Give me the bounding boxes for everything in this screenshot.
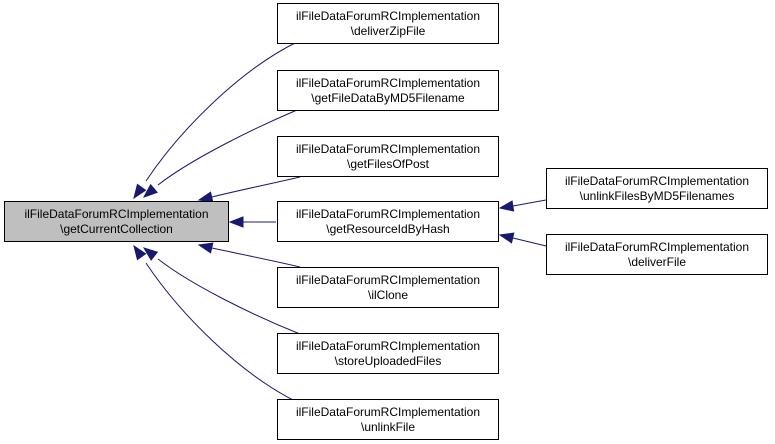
arrowheads [133, 183, 515, 261]
node-line2: \ilClone [367, 287, 409, 302]
node-line1: ilFileDataForumRCImplementation [295, 8, 481, 23]
arrowhead-ilclone [197, 242, 214, 254]
node-line1: ilFileDataForumRCImplementation [295, 141, 481, 156]
node-getresourceidbyhash[interactable]: ilFileDataForumRCImplementation \getReso… [277, 201, 499, 242]
node-storeuploadedfiles[interactable]: ilFileDataForumRCImplementation \storeUp… [277, 333, 499, 374]
arrowhead-getresourceidbyhash [228, 216, 244, 228]
node-ilclone[interactable]: ilFileDataForumRCImplementation \ilClone [277, 267, 499, 308]
arrowhead-deliverfile [498, 232, 515, 244]
edge-deliverfile-to-getresourceidbyhash [512, 237, 547, 247]
node-line1: ilFileDataForumRCImplementation [564, 239, 750, 254]
node-line1: ilFileDataForumRCImplementation [564, 173, 750, 188]
edge-ilclone-to-root [211, 247, 301, 268]
node-getfilesofpost[interactable]: ilFileDataForumRCImplementation \getFile… [277, 136, 499, 177]
node-deliverzipfile[interactable]: ilFileDataForumRCImplementation \deliver… [277, 3, 499, 44]
node-root-getcurrentcollection: ilFileDataForumRCImplementation \getCurr… [4, 201, 229, 242]
arrowhead-unlinkfile [133, 244, 147, 261]
node-line1: ilFileDataForumRCImplementation [295, 338, 481, 353]
node-line1: ilFileDataForumRCImplementation [295, 206, 481, 221]
arrowhead-deliverzipfile [133, 183, 147, 200]
node-line1: ilFileDataForumRCImplementation [295, 75, 481, 90]
node-line2: \deliverZipFile [350, 23, 426, 38]
node-getfiledatabymd5filename[interactable]: ilFileDataForumRCImplementation \getFile… [277, 70, 499, 111]
node-line1: ilFileDataForumRCImplementation [295, 404, 481, 419]
node-line2: \deliverFile [627, 254, 687, 269]
arrowhead-storeuploadedfiles [142, 247, 159, 261]
node-line2: \unlinkFile [360, 419, 416, 434]
node-line2: \unlinkFilesByMD5Filenames [579, 188, 735, 203]
node-root-line1: ilFileDataForumRCImplementation [24, 206, 209, 221]
node-deliverfile[interactable]: ilFileDataForumRCImplementation \deliver… [546, 234, 768, 275]
node-line1: ilFileDataForumRCImplementation [295, 272, 481, 287]
edge-getfiledatabymd5filename-to-root [157, 109, 298, 186]
arrowhead-getfilesofpost [197, 191, 214, 203]
node-unlinkfile[interactable]: ilFileDataForumRCImplementation \unlinkF… [277, 399, 499, 440]
edge-deliverzipfile-to-root [145, 41, 298, 182]
edge-unlinkfilesbymd5filenames-to-getresourceidbyhash [512, 199, 547, 207]
edge-unlinkfile-to-root [145, 262, 298, 403]
arrowhead-unlinkfilesbymd5filenames [498, 200, 515, 212]
node-line2: \getResourceIdByHash [326, 221, 450, 236]
edge-getfilesofpost-to-root [211, 176, 301, 198]
arrowhead-getfiledatabymd5filename [142, 183, 158, 198]
node-line2: \getFileDataByMD5Filename [311, 90, 465, 105]
edge-storeuploadedfiles-to-root [157, 258, 301, 335]
node-unlinkfilesbymd5filenames[interactable]: ilFileDataForumRCImplementation \unlinkF… [546, 168, 768, 209]
node-root-line2: \getCurrentCollection [60, 221, 173, 236]
node-line2: \storeUploadedFiles [334, 353, 442, 368]
node-line2: \getFilesOfPost [346, 156, 430, 171]
